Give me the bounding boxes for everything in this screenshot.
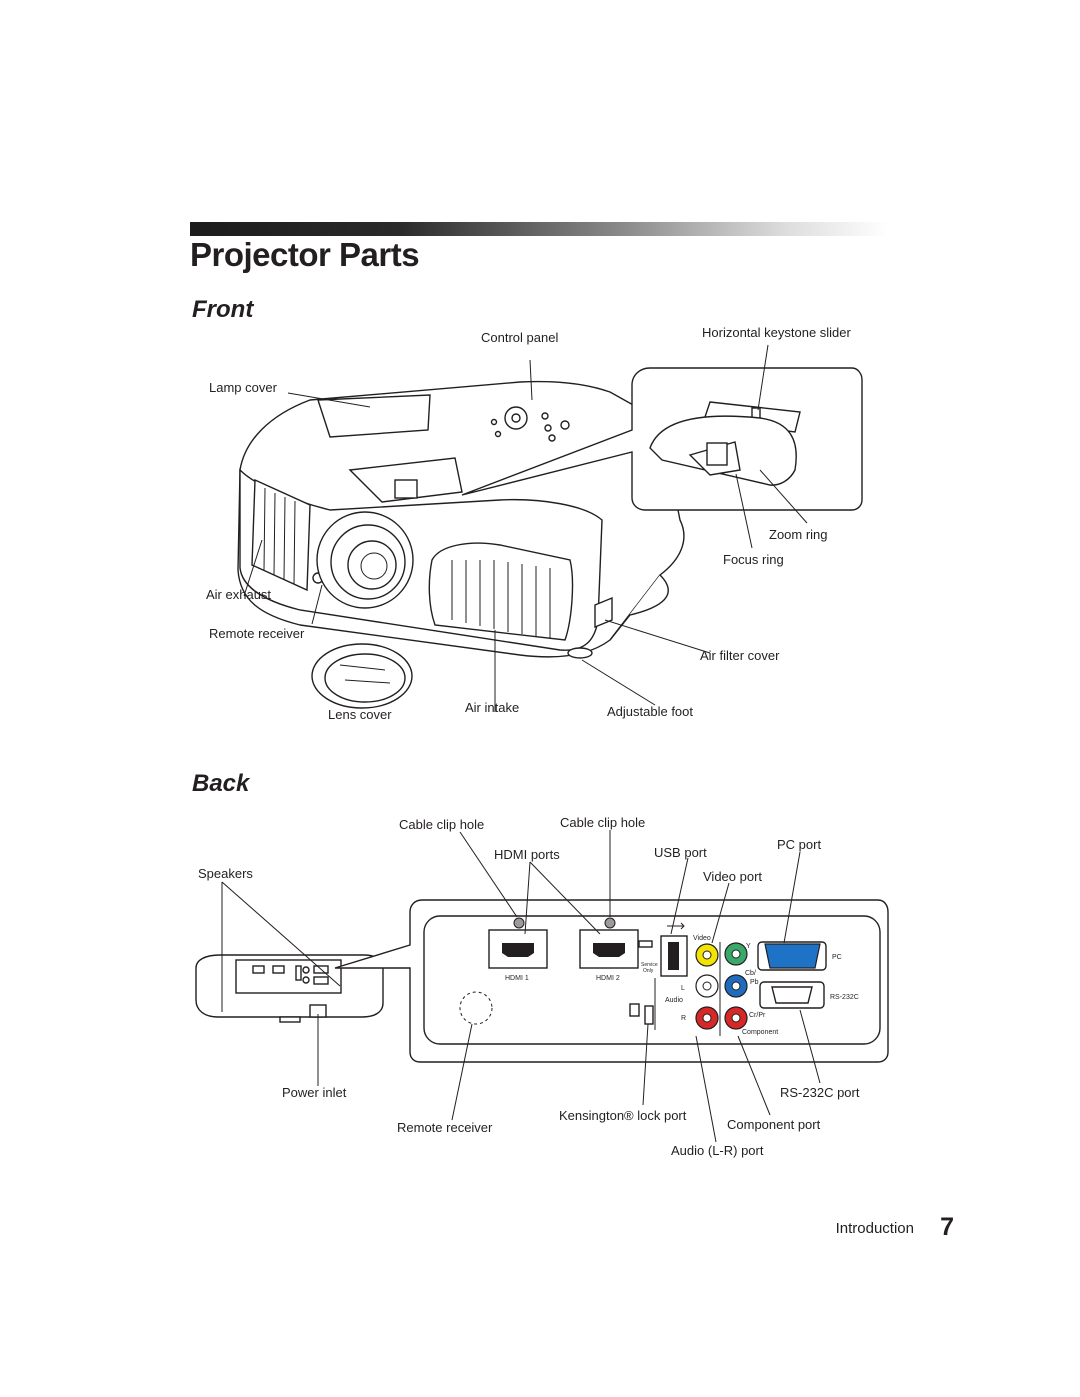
projector-front-illustration [237, 367, 863, 659]
rs232c-text: RS-232C [830, 994, 859, 1001]
adjustable-foot-label: Adjustable foot [607, 704, 693, 719]
focus-ring-label: Focus ring [723, 552, 784, 567]
control-panel-label: Control panel [481, 330, 558, 345]
lamp-cover-label: Lamp cover [209, 380, 278, 395]
component-port-label: Component port [727, 1117, 821, 1132]
lens-cover-label: Lens cover [328, 707, 392, 722]
hdmi2-text: HDMI 2 [596, 975, 620, 982]
y-text: Y [746, 943, 751, 950]
front-heading: Front [192, 296, 254, 323]
cable-clip-hole-1-label: Cable clip hole [399, 817, 484, 832]
hdmi-ports-label: HDMI ports [494, 847, 560, 862]
kensington-slot [644, 1005, 654, 1025]
cable-clip-hole-1 [513, 917, 525, 929]
back-heading: Back [192, 770, 250, 797]
service-text: Service [641, 962, 658, 968]
cb-text: Cb/ [745, 970, 756, 977]
audio-port-label: Audio (L-R) port [671, 1143, 764, 1158]
front-diagram: Control panel Horizontal keystone slider… [206, 325, 863, 722]
cable-clip-hole-2 [604, 917, 616, 929]
air-exhaust-label: Air exhaust [206, 587, 271, 602]
pc-port-label: PC port [777, 837, 821, 852]
page-title: Projector Parts [190, 236, 420, 273]
back-remote-receiver-label: Remote receiver [397, 1120, 493, 1135]
projector-back-illustration [195, 954, 384, 1023]
footer-section-text: Introduction [835, 1220, 914, 1237]
usb-port-label: USB port [654, 845, 707, 860]
audio-r-text: R [681, 1015, 686, 1022]
page-number: 7 [940, 1213, 954, 1241]
crpr-text: Cr/Pr [749, 1012, 766, 1019]
title-rule-bar [190, 222, 888, 236]
air-intake-label: Air intake [465, 700, 519, 715]
kensington-lock-port-label: Kensington® lock port [559, 1108, 687, 1123]
pc-port [764, 943, 821, 969]
audio-text: Audio [665, 997, 683, 1004]
front-remote-receiver-label: Remote receiver [209, 626, 305, 641]
only-text: Only [643, 968, 654, 974]
hdmi1-text: HDMI 1 [505, 975, 529, 982]
zoom-ring-label: Zoom ring [769, 527, 828, 542]
power-inlet-label: Power inlet [282, 1085, 347, 1100]
audio-l-text: L [681, 985, 685, 992]
air-filter-cover-label: Air filter cover [700, 648, 780, 663]
pb-text: Pb [750, 979, 759, 986]
footer-section-label: Introduction [836, 1220, 914, 1237]
video-text: Video [693, 935, 711, 942]
lens-cover-illustration [311, 643, 413, 709]
horizontal-keystone-slider-label: Horizontal keystone slider [702, 325, 852, 340]
cable-clip-hole-2-label: Cable clip hole [560, 815, 645, 830]
component-text: Component [742, 1029, 778, 1036]
rs232c-port-label: RS-232C port [780, 1085, 860, 1100]
back-remote-receiver-window [459, 991, 493, 1025]
video-port-label: Video port [703, 869, 762, 884]
speakers-label: Speakers [198, 866, 253, 881]
pc-text: PC [832, 954, 842, 961]
